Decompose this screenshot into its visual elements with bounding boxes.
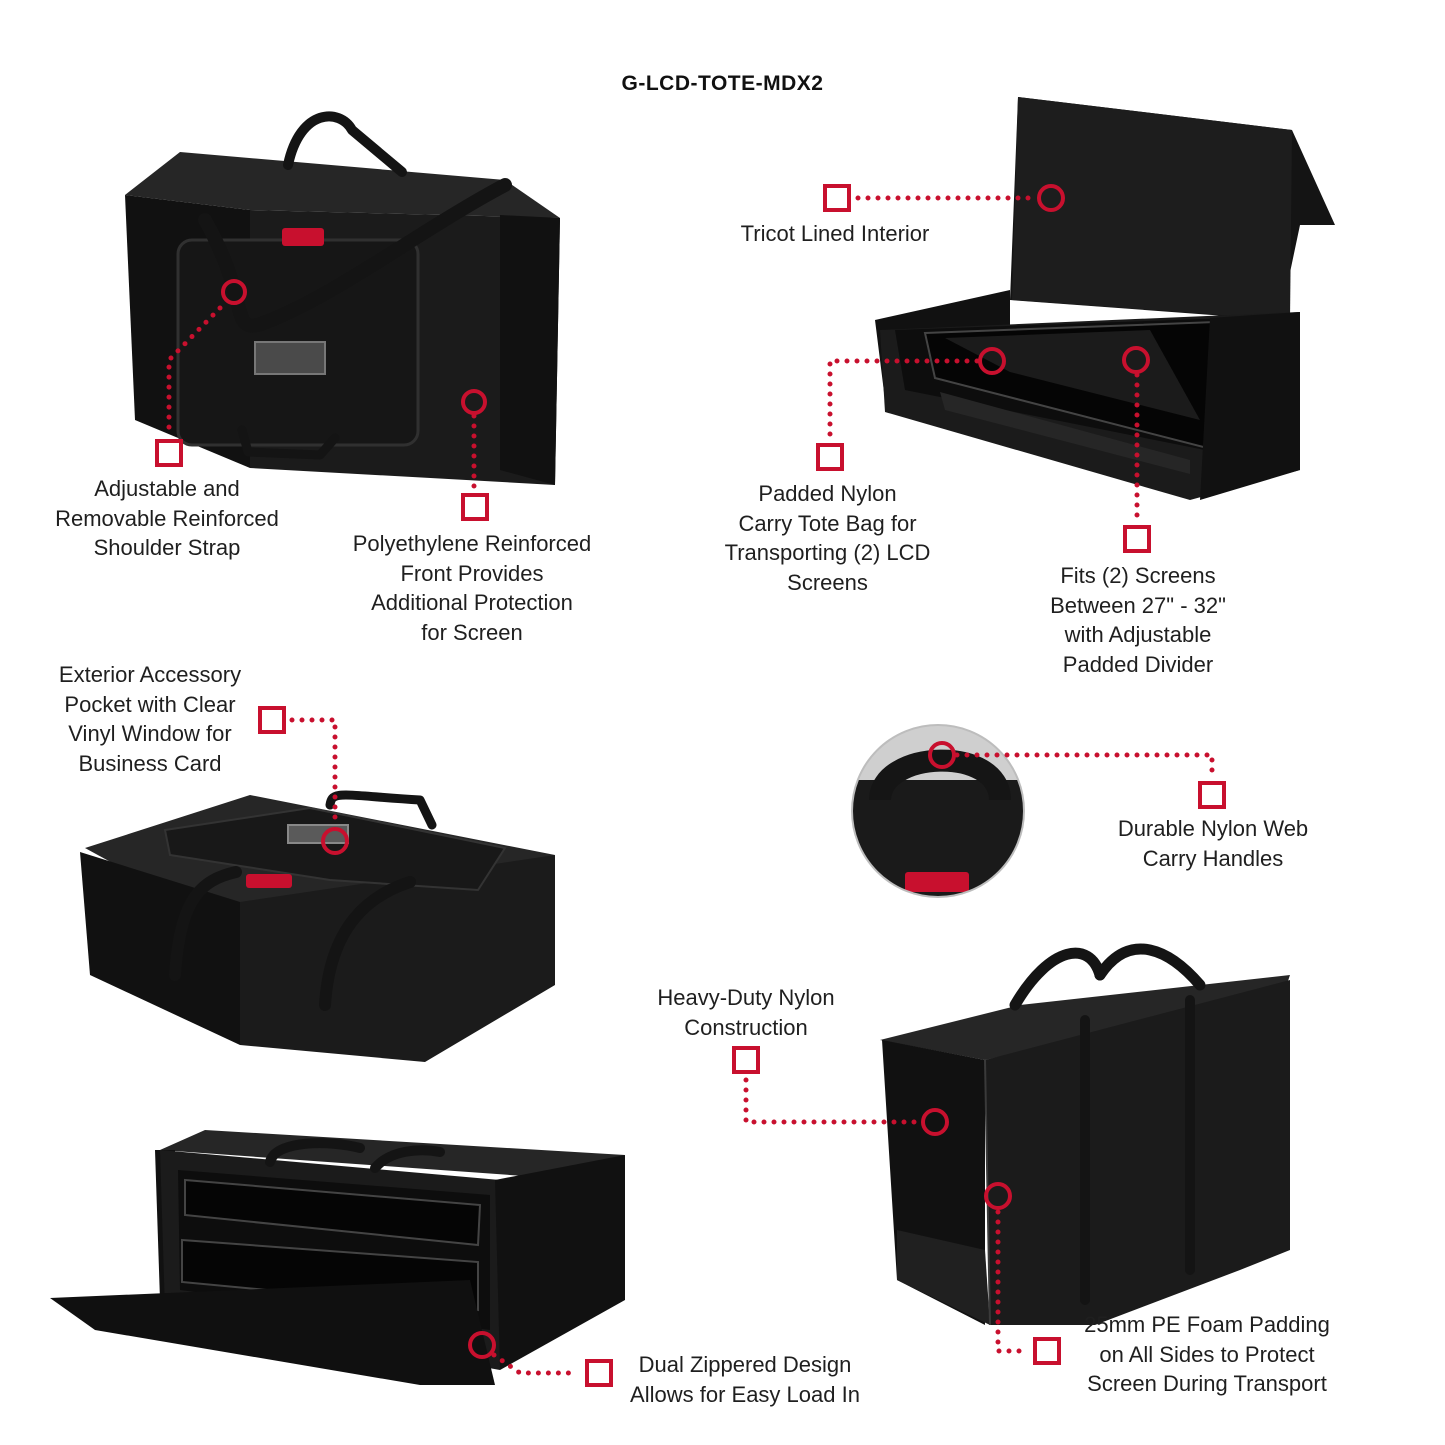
callout-line: Durable Nylon Web [1117, 816, 1309, 841]
callout-line: Allows for Easy Load In [630, 1381, 860, 1407]
feature-foam-padding: 25mm PE Foam Padding on All Sides to Prot… [1065, 1310, 1349, 1399]
feature-tricot-interior: Tricot Lined Interior [720, 219, 950, 249]
callout-line: for Screen [421, 619, 523, 645]
gator-logo [282, 228, 324, 246]
gator-logo-small [246, 874, 292, 888]
callout-line: on All Sides to Protect [1099, 1341, 1315, 1367]
callout-line: Exterior Accessory [58, 662, 242, 687]
bag-open-lid-view [875, 97, 1335, 500]
callout-line: Business Card [78, 750, 222, 776]
callout-line: Adjustable and [94, 476, 240, 501]
callout-line: Front Provides [400, 560, 544, 586]
callout-line: 25mm PE Foam Padding [1084, 1312, 1330, 1337]
bag-open-front-view [50, 1130, 625, 1385]
marker-circle [221, 279, 247, 305]
callout-line: Removable Reinforced [55, 505, 279, 531]
callout-line: Padded Divider [1062, 651, 1214, 677]
callout-line: with Adjustable [1064, 622, 1212, 647]
callout-line: Screens [787, 569, 868, 595]
callout-line: Vinyl Window for [68, 721, 232, 746]
callout-line: Heavy-Duty Nylon [657, 985, 835, 1010]
callout-line: Polyethylene Reinforced [352, 531, 592, 556]
callout-line: Between 27" - 32" [1050, 592, 1226, 618]
callout-line: Dual Zippered Design [638, 1352, 852, 1377]
callout-line: Carry Handles [1142, 845, 1284, 871]
callout-line: Construction [684, 1014, 808, 1040]
callout-line: Tricot Lined Interior [740, 221, 930, 246]
callout-line: Screen During Transport [1087, 1371, 1327, 1396]
callout-line: Padded Nylon [758, 481, 897, 506]
bag-back-side-view [880, 943, 1290, 1326]
handle-closeup-view [851, 724, 1025, 898]
callout-line: Carry Tote Bag for [738, 510, 917, 536]
bag-flat-pocket-view [80, 790, 555, 1062]
product-title: G-LCD-TOTE-MDX2 [621, 72, 824, 95]
bag-upright-front-view [125, 111, 560, 485]
callout-line: Shoulder Strap [93, 535, 241, 560]
callout-line: Fits (2) Screens [1060, 563, 1216, 588]
callout-markers [155, 184, 1226, 1387]
callout-line: Transporting (2) LCD [724, 540, 931, 565]
callout-line: Additional Protection [371, 590, 573, 615]
callout-line: Pocket with Clear [64, 691, 236, 717]
marker-square [155, 439, 183, 467]
